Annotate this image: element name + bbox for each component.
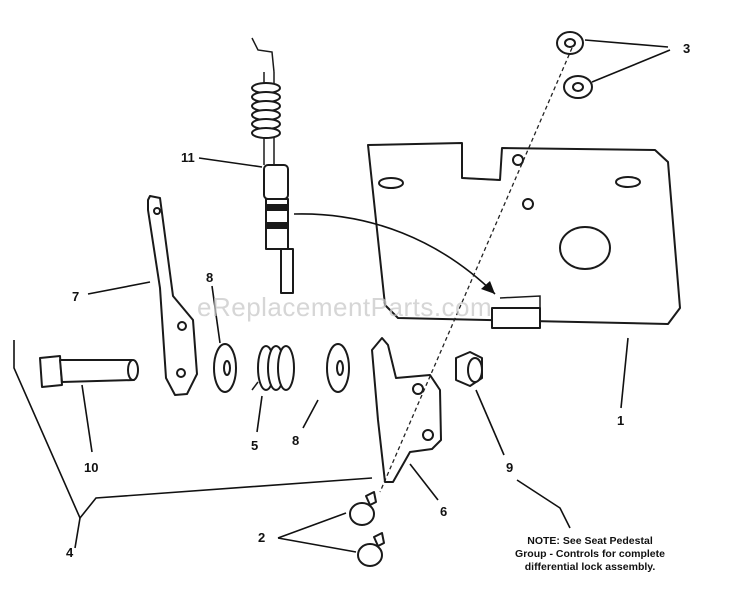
callout-8-right: 8 xyxy=(292,433,299,448)
callout-4: 4 xyxy=(66,545,74,560)
mounting-plate xyxy=(367,142,681,329)
callout-11: 11 xyxy=(181,150,195,165)
washer-left xyxy=(213,343,237,393)
carriage-bolt-lower xyxy=(357,532,385,567)
note-block: NOTE: See Seat Pedestal Group - Controls… xyxy=(515,535,665,573)
nut-washer-bottom xyxy=(563,75,593,99)
callout-2: 2 xyxy=(258,530,265,545)
callout-labels: 1 2 3 4 5 6 7 8 8 9 10 11 xyxy=(66,41,690,560)
lock-nut xyxy=(455,351,483,387)
assembly-axis-line xyxy=(379,47,573,493)
note-line-1: NOTE: See Seat Pedestal xyxy=(527,535,653,547)
callout-3: 3 xyxy=(683,41,690,56)
callout-9: 9 xyxy=(506,460,513,475)
watermark: eReplacementParts.com xyxy=(197,292,492,322)
washer-right xyxy=(326,343,350,393)
bracket xyxy=(371,337,442,483)
lever-arm xyxy=(147,195,198,396)
carriage-bolt-upper xyxy=(349,491,377,526)
callout-6: 6 xyxy=(440,504,447,519)
callout-10: 10 xyxy=(84,460,98,475)
callout-5: 5 xyxy=(251,438,258,453)
note-line-2: Group - Controls for complete xyxy=(515,548,665,560)
callout-7: 7 xyxy=(72,289,79,304)
spring-rod-assembly xyxy=(251,37,496,295)
coil-spring xyxy=(251,345,295,391)
note-line-3: differential lock assembly. xyxy=(525,561,656,573)
bolt xyxy=(39,355,139,388)
callout-1: 1 xyxy=(617,413,624,428)
leader-lines xyxy=(13,39,671,553)
nut-washer-top xyxy=(556,31,584,55)
callout-8-left: 8 xyxy=(206,270,213,285)
